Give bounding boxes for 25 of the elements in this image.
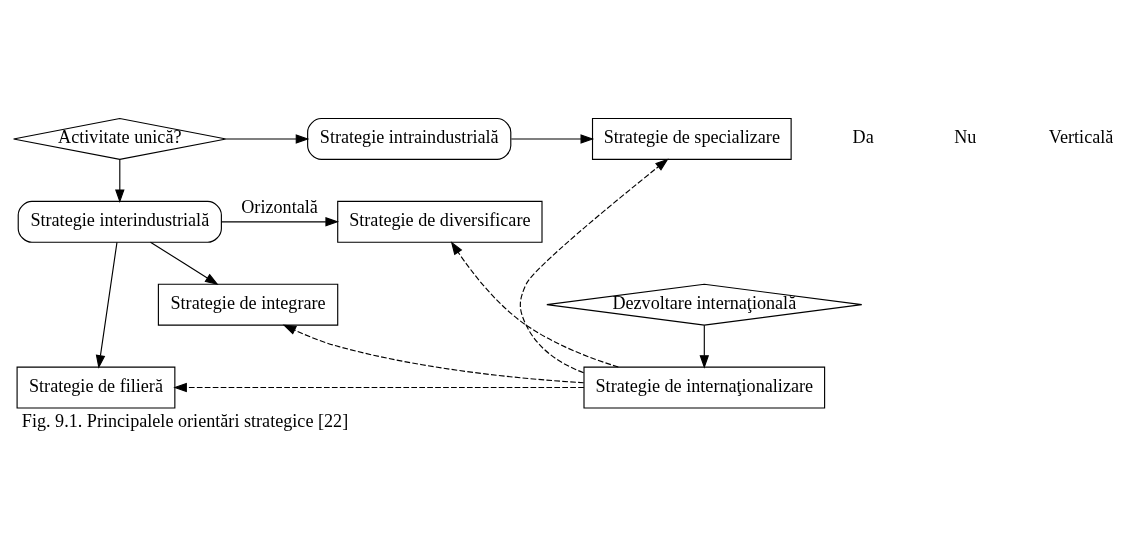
arrow <box>115 158 125 203</box>
node-box: Strategie interindustrială <box>17 200 222 243</box>
arrow <box>282 324 585 383</box>
arrow <box>699 324 710 369</box>
node-box: Strategie de integrare <box>157 283 339 326</box>
arrow <box>225 133 310 144</box>
node-box: Strategie de diversificare <box>337 200 543 243</box>
arrow <box>510 133 595 144</box>
arrow <box>95 241 118 369</box>
label: Verticală <box>1048 126 1114 147</box>
arrow <box>149 241 219 285</box>
label: Da <box>852 126 874 147</box>
label: Nu <box>954 126 977 147</box>
node-box: Strategie intraindustrială <box>307 117 512 160</box>
arrow <box>450 240 619 368</box>
edge-label: Orizontală <box>241 196 318 217</box>
node-diamond: Dezvoltare internaţională <box>546 283 863 326</box>
arrow <box>220 216 340 227</box>
node-box: Strategie de specializare <box>591 117 792 160</box>
arrow <box>173 382 585 392</box>
node-box: Strategie de internaţionalizare <box>583 366 826 408</box>
node-diamond: Activitate unică? <box>13 117 227 160</box>
arrow <box>519 157 669 373</box>
node-box: Strategie de filieră <box>16 366 176 408</box>
caption: Fig. 9.1. Principalele orientări strategice [22] <box>21 410 349 431</box>
